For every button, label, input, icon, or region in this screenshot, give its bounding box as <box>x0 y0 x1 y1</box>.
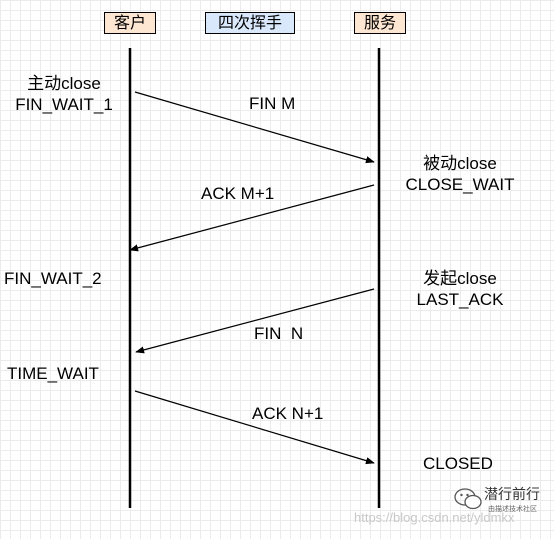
wechat-icon <box>454 488 482 510</box>
watermark: https://blog.csdn.net/yldmkx <box>354 510 515 525</box>
message-ack-m1: ACK M+1 <box>201 184 275 203</box>
server-header: 服务 <box>354 12 406 34</box>
client-state-fin-wait-2: FIN_WAIT_2 <box>4 269 102 288</box>
server-state-close-wait: CLOSE_WAIT <box>405 175 515 194</box>
message-fin-m: FIN M <box>249 94 296 113</box>
ack-m1-arrow <box>129 184 375 252</box>
fin-n-arrow <box>135 288 375 354</box>
fin-m-arrow <box>134 91 375 164</box>
message-fin-n: FIN N <box>254 324 304 343</box>
server-state-last-ack: LAST_ACK <box>416 290 504 309</box>
client-state-active-close: 主动close <box>27 74 101 93</box>
client-state-fin-wait-1: FIN_WAIT_1 <box>15 95 113 114</box>
server-state-closed: CLOSED <box>423 454 493 473</box>
diagram-title: 四次挥手 <box>205 12 295 34</box>
message-ack-n1: ACK N+1 <box>252 404 324 423</box>
ack-n1-arrow <box>134 390 375 465</box>
client-header: 客户 <box>104 12 156 34</box>
server-state-initiate-close: 发起close <box>423 269 497 288</box>
server-state-passive-close: 被动close <box>423 154 497 173</box>
logo-subtitle: 由描述技术社区 <box>488 506 537 513</box>
client-state-time-wait: TIME_WAIT <box>7 364 99 383</box>
logo-name: 潜行前行 <box>484 486 540 502</box>
